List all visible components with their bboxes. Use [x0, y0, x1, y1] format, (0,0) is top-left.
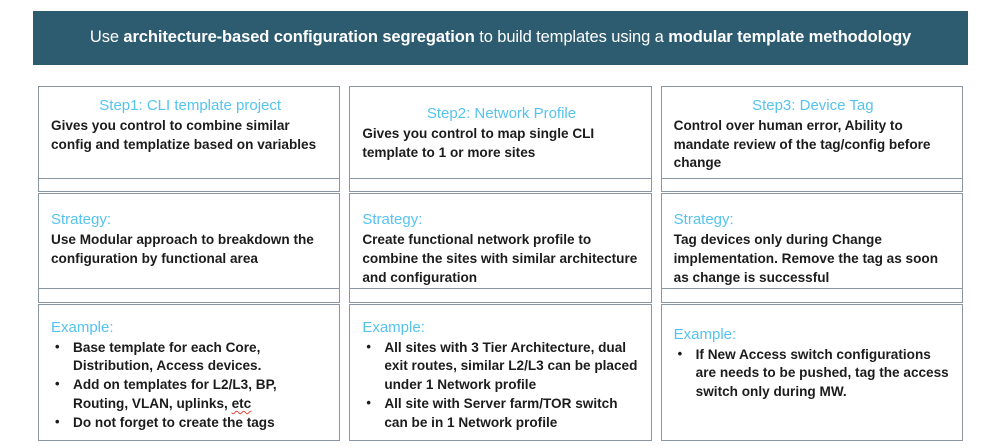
step1-strategy-label: Strategy:: [51, 211, 112, 229]
card-step3-strategy: Strategy: Tag devices only during Change…: [660, 193, 963, 289]
card-step2-example: Example: All sites with 3 Tier Architect…: [349, 303, 652, 442]
step3-strategy-body: Tag devices only during Change implement…: [673, 232, 939, 285]
banner-middle: to build templates using a: [474, 28, 669, 47]
card-step2-strategy: Strategy: Create functional network prof…: [349, 193, 652, 289]
column-step3: Step3: Device Tag Control over human err…: [660, 86, 963, 442]
banner-headline: Use architecture-based configuration seg…: [90, 28, 911, 48]
step2-description: Gives you control to map single CLI temp…: [362, 125, 595, 160]
divider-strip-1b: [38, 288, 341, 303]
step3-description: Control over human error, Ability to man…: [673, 117, 931, 171]
banner-bold-phrase-2: modular template methodology: [668, 28, 912, 47]
step3-example-label: Example:: [673, 325, 737, 343]
column-step1: Step1: CLI template project Gives you co…: [38, 86, 341, 442]
steps-grid: Step1: CLI template project Gives you co…: [38, 86, 963, 442]
step1-example-list: Base template for each Core, Distributio…: [51, 338, 329, 433]
step3-strategy-label: Strategy:: [673, 211, 734, 229]
step3-example-list: If New Access switch configurations are …: [674, 345, 952, 402]
step2-example-label: Example:: [362, 318, 425, 336]
step2-strategy-label: Strategy:: [362, 211, 423, 229]
list-item: Base template for each Core, Distributio…: [51, 338, 329, 377]
divider-strip-3b: [660, 288, 963, 303]
card-step1-strategy: Strategy: Use Modular approach to breakd…: [38, 193, 341, 289]
list-item: Do not forget to create the tags: [51, 413, 329, 433]
list-item: All site with Server farm/TOR switch can…: [362, 394, 640, 433]
divider-strip-1a: [38, 178, 341, 193]
divider-strip-3a: [660, 178, 963, 193]
step1-example-label: Example:: [51, 318, 114, 336]
header-banner: Use architecture-based configuration seg…: [33, 11, 968, 65]
list-item: If New Access switch configurations are …: [674, 345, 952, 402]
banner-prefix: Use: [89, 28, 124, 47]
step2-strategy-body: Create functional network profile to com…: [362, 232, 638, 285]
step2-title: Step2: Network Profile: [426, 105, 577, 122]
list-item: Add on templates for L2/L3, BP, Routing,…: [51, 375, 329, 414]
step1-title: Step1: CLI template project: [99, 97, 282, 114]
card-step3-title: Step3: Device Tag Control over human err…: [660, 86, 963, 179]
card-step2-title: Step2: Network Profile Gives you control…: [349, 86, 652, 179]
divider-strip-2a: [349, 178, 652, 193]
step2-example-list: All sites with 3 Tier Architecture, dual…: [362, 338, 640, 433]
list-item: All sites with 3 Tier Architecture, dual…: [362, 338, 640, 395]
column-step2: Step2: Network Profile Gives you control…: [349, 86, 652, 442]
step1-description: Gives you control to combine similar con…: [51, 117, 317, 152]
banner-bold-phrase-1: architecture-based configuration segrega…: [123, 28, 475, 47]
card-step3-example: Example: If New Access switch configurat…: [660, 303, 963, 442]
step1-strategy-body: Use Modular approach to breakdown the co…: [51, 232, 314, 266]
step3-title: Step3: Device Tag: [752, 97, 874, 114]
divider-strip-2b: [349, 288, 652, 303]
card-step1-title: Step1: CLI template project Gives you co…: [38, 86, 341, 179]
bullet-text-with-spellcheck: Add on templates for L2/L3, BP, Routing,…: [73, 377, 277, 411]
spellcheck-underline: etc: [231, 395, 252, 411]
card-step1-example: Example: Base template for each Core, Di…: [38, 303, 341, 442]
